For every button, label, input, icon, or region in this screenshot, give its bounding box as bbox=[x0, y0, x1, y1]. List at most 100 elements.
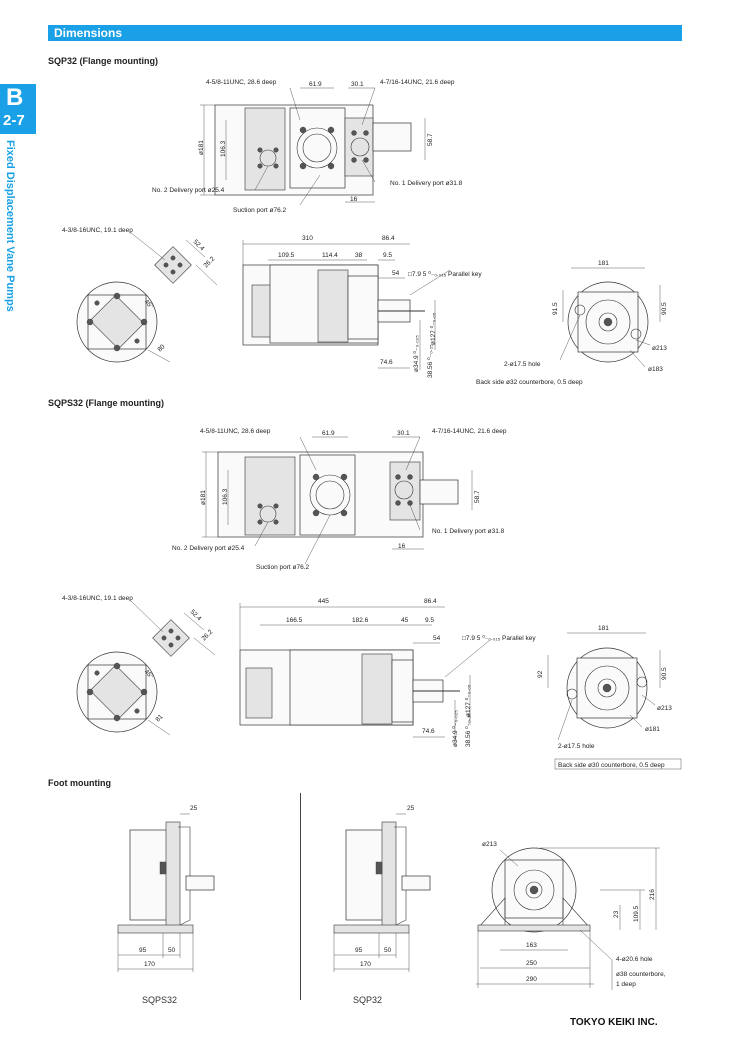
sqp32-d109: 109.5 bbox=[278, 252, 295, 259]
sqps32-d30: 30.1 bbox=[397, 430, 410, 437]
foot-mid-d25: 25 bbox=[407, 805, 415, 812]
sqps32-d58: 58.7 bbox=[474, 490, 481, 503]
foot-right-d163: 163 bbox=[526, 942, 537, 949]
foot-right-d109: 109.5 bbox=[633, 905, 640, 922]
sqps32-counterbore: Back side ø30 counterbore, 0.5 deep bbox=[558, 762, 665, 769]
sqp32-front-view: 4-3/8-16UNC, 19.1 deep 52.4 26.2 45° 80 bbox=[62, 227, 218, 363]
foot-right-deep: 1 deep bbox=[616, 981, 636, 988]
sqps32-d61: 61.9 bbox=[322, 430, 335, 437]
foot-right-d23: 23 bbox=[613, 910, 620, 918]
sqp32-d9: 9.5 bbox=[383, 252, 392, 259]
foot-right-d216: 216 bbox=[649, 889, 656, 900]
sqps32-suction: Suction port ø76.2 bbox=[256, 564, 309, 571]
sqp32-side-view: 310 86.4 109.5 114.4 38 9.5 54 □7.9 5 ⁰₋… bbox=[242, 235, 482, 378]
sqps32-heading: SQPS32 (Flange mounting) bbox=[48, 398, 165, 408]
foot-mid-view: 25 95 50 170 bbox=[333, 805, 431, 972]
sqps32-d54: 54 bbox=[433, 635, 441, 642]
sqp32-tap-left: 4-5/8-11UNC, 28.6 deep bbox=[206, 79, 277, 86]
caption-sqps32: SQPS32 bbox=[142, 995, 178, 1005]
chapter-letter: B bbox=[6, 84, 24, 111]
sqp32-d30: 30.1 bbox=[351, 81, 364, 88]
sqp32-d54: 54 bbox=[392, 270, 400, 277]
sqp32-key: □7.9 5 ⁰₋₀.₀₁₅ Parallel key bbox=[408, 270, 482, 278]
sqp32-delivery2: No. 2 Delivery port ø25.4 bbox=[152, 187, 225, 194]
sqps32-d45: 45 bbox=[401, 617, 409, 624]
foot-right-phi213: ø213 bbox=[482, 841, 497, 848]
sqps32-d86: 86.4 bbox=[424, 598, 437, 605]
sqps32-d166: 166.5 bbox=[286, 617, 303, 624]
sqps32-d90: 90.5 bbox=[661, 667, 668, 680]
sqp32-d52: 52.4 bbox=[192, 238, 206, 252]
sqp32-d16: 16 bbox=[350, 196, 358, 203]
sqps32-mid-tap: 4-3/8-16UNC, 19.1 deep bbox=[62, 595, 133, 602]
sqps32-tap-left: 4-5/8-11UNC, 28.6 deep bbox=[200, 428, 271, 435]
sqp32-d26: 26.2 bbox=[202, 255, 216, 269]
sqps32-d106: 106.3 bbox=[222, 488, 229, 505]
sqps32-d38b: 38.56 ⁰₋₀.₂₅ bbox=[464, 713, 472, 747]
sqps32-end-view: 181 92 90.5 ø213 ø181 2-ø17.5 hole Back … bbox=[537, 625, 682, 770]
sqp32-d91: 91.5 bbox=[552, 302, 559, 315]
sqp32-hole: 2-ø17.5 hole bbox=[504, 361, 541, 368]
sqps32-side-view: 445 86.4 166.5 182.6 45 9.5 54 □7.9 5 ⁰₋… bbox=[239, 598, 536, 747]
section-title: Dimensions bbox=[54, 26, 123, 40]
foot-right-d250: 250 bbox=[526, 960, 537, 967]
sqps32-d127: ø127 ⁰₋₀.₀₅ bbox=[464, 684, 472, 717]
sqps32-hole: 2-ø17.5 hole bbox=[558, 743, 595, 750]
sqp32-d38: 38 bbox=[355, 252, 363, 259]
foot-heading: Foot mounting bbox=[48, 778, 111, 788]
sqp32-d86: 86.4 bbox=[382, 235, 395, 242]
chapter-tab: B 2-7 bbox=[0, 84, 36, 134]
sqp32-d38b: 38.56 ⁰₋₀.₂₅ bbox=[426, 344, 434, 378]
sqp32-delivery1: No. 1 Delivery port ø31.8 bbox=[390, 180, 463, 187]
sqp32-phi213: ø213 bbox=[652, 345, 667, 352]
foot-mid-d170: 170 bbox=[360, 961, 371, 968]
sqp32-end-view: 181 91.5 90.5 ø213 2-ø17.5 hole ø183 Bac… bbox=[476, 260, 668, 386]
sqp32-d310: 310 bbox=[302, 235, 313, 242]
foot-right-d290: 290 bbox=[526, 976, 537, 983]
sqps32-d34: ø34.9 ⁰₋₀.₀₂₅ bbox=[451, 710, 459, 747]
sqp32-tap-right: 4-7/16-14UNC, 21.6 deep bbox=[380, 79, 455, 86]
sqp32-phi181: ø181 bbox=[198, 140, 205, 155]
foot-left-view: 25 95 50 170 bbox=[117, 805, 215, 972]
sqps32-key: □7.9 5 ⁰₋₀.₀₁₅ Parallel key bbox=[462, 634, 536, 642]
sqp32-suction: Suction port ø76.2 bbox=[233, 207, 286, 214]
sqp32-heading: SQP32 (Flange mounting) bbox=[48, 56, 159, 66]
sqps32-d92: 92 bbox=[537, 670, 544, 678]
sqps32-phi181: ø181 bbox=[200, 490, 207, 505]
sqps32-d26: 26.2 bbox=[200, 628, 214, 642]
sqps32-d52: 52.4 bbox=[189, 608, 203, 622]
sqps32-d182: 182.6 bbox=[352, 617, 369, 624]
sqp32-d61: 61.9 bbox=[309, 81, 322, 88]
sqp32-top-view: 4-5/8-11UNC, 28.6 deep 61.9 30.1 4-7/16-… bbox=[152, 79, 463, 214]
sqps32-front-view: 4-3/8-16UNC, 19.1 deep 52.4 26.2 45° 81 bbox=[62, 595, 216, 736]
foot-mid-d50: 50 bbox=[384, 947, 392, 954]
caption-sqp32: SQP32 bbox=[353, 995, 383, 1005]
foot-left-d25: 25 bbox=[190, 805, 198, 812]
sqp32-mid-tap: 4-3/8-16UNC, 19.1 deep bbox=[62, 227, 133, 234]
sqp32-d80: 80 bbox=[156, 343, 166, 353]
sqps32-delivery1: No. 1 Delivery port ø31.8 bbox=[432, 528, 505, 535]
foot-left-d170: 170 bbox=[144, 961, 155, 968]
sqp32-d58: 58.7 bbox=[427, 133, 434, 146]
foot-right-view: ø213 216 109.5 23 163 250 290 4-ø20.6 ho… bbox=[476, 841, 666, 990]
sqp32-d106: 106.3 bbox=[220, 140, 227, 157]
sqp32-counterbore: Back side ø32 counterbore, 0.5 deep bbox=[476, 379, 583, 386]
sqps32-d81: 81 bbox=[154, 713, 164, 723]
sqps32-d74: 74.6 bbox=[422, 728, 435, 735]
sqps32-d9: 9.5 bbox=[425, 617, 434, 624]
sqps32-top-view: 4-5/8-11UNC, 28.6 deep 61.9 30.1 4-7/16-… bbox=[172, 428, 507, 571]
foot-divider bbox=[300, 793, 301, 1000]
sqp32-d34: ø34.9 ⁰₋₀.₀₂₅ bbox=[412, 335, 420, 372]
section-header-bar: Dimensions bbox=[48, 25, 682, 41]
sqps32-tap-right: 4-7/16-14UNC, 21.6 deep bbox=[432, 428, 507, 435]
foot-mid-d95: 95 bbox=[355, 947, 363, 954]
sqps32-d16: 16 bbox=[398, 543, 406, 550]
sqp32-d74: 74.6 bbox=[380, 359, 393, 366]
sqps32-phi213: ø213 bbox=[657, 705, 672, 712]
sqps32-d181: 181 bbox=[598, 625, 609, 632]
foot-right-counterbore: ø38 counterbore, bbox=[616, 971, 666, 978]
sqps32-delivery2: No. 2 Delivery port ø25.4 bbox=[172, 545, 245, 552]
sqps32-d445: 445 bbox=[318, 598, 329, 605]
foot-left-d50: 50 bbox=[168, 947, 176, 954]
sqp32-d127: ø127 ⁰₋₀.₀₅ bbox=[429, 312, 437, 345]
